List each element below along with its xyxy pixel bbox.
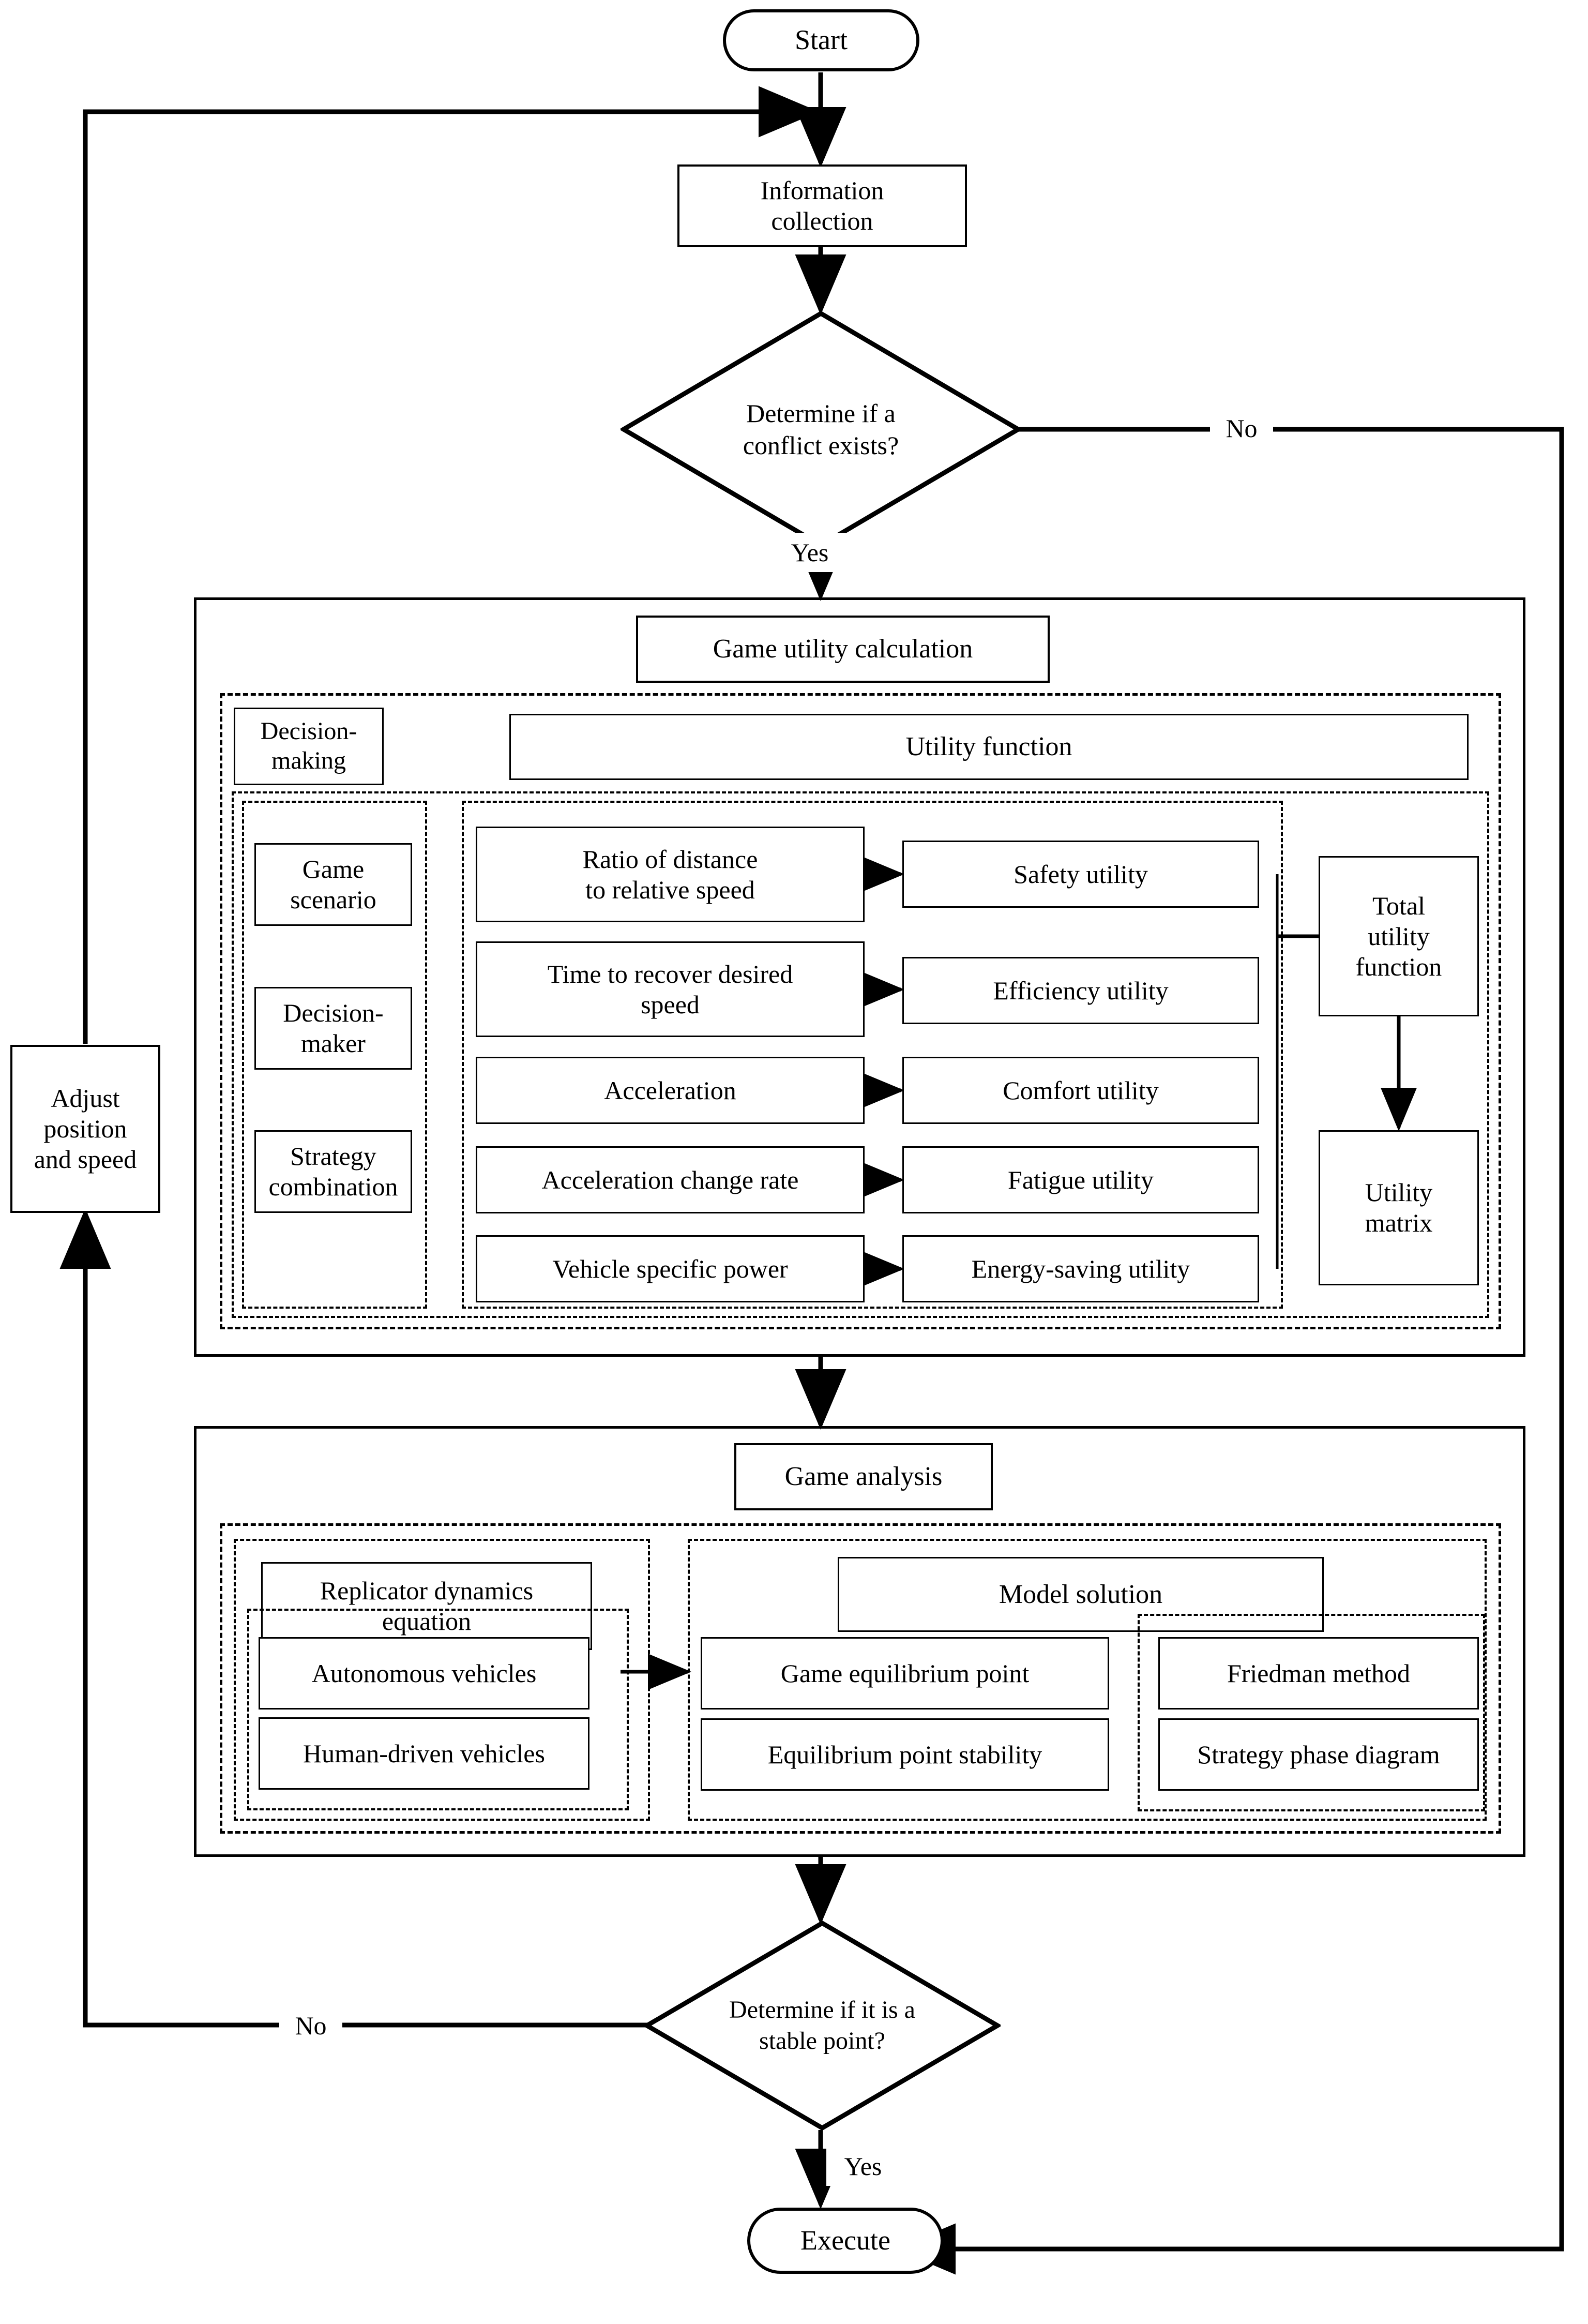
information-collection-box[interactable]: Information collection	[677, 164, 967, 247]
input-acceleration[interactable]: Acceleration	[476, 1057, 865, 1124]
strategy-phase-diagram-box[interactable]: Strategy phase diagram	[1158, 1718, 1479, 1791]
conflict-yes-label: Yes	[773, 533, 846, 572]
input-ratio-distance-speed[interactable]: Ratio of distance to relative speed	[476, 827, 865, 922]
decision-making-label: Decision- making	[260, 717, 357, 774]
vehicles-dashed-group	[247, 1609, 629, 1810]
start-label: Start	[795, 24, 848, 56]
output-energy-saving-utility[interactable]: Energy-saving utility	[902, 1235, 1259, 1302]
game-analysis-title-label: Game analysis	[784, 1462, 943, 1492]
model-solution-box[interactable]: Model solution	[838, 1557, 1324, 1632]
decision-maker-box[interactable]: Decision- maker	[254, 987, 412, 1070]
decision-elements-dashed-group	[242, 801, 427, 1309]
execute-terminator[interactable]: Execute	[747, 2208, 944, 2274]
output-comfort-utility[interactable]: Comfort utility	[902, 1057, 1259, 1124]
stable-point-decision-diamond[interactable]: Determine if it is a stable point?	[644, 1920, 1001, 2131]
output-fatigue-utility[interactable]: Fatigue utility	[902, 1146, 1259, 1213]
total-utility-function-box[interactable]: Total utility function	[1319, 856, 1479, 1016]
human-driven-vehicles-box[interactable]: Human-driven vehicles	[259, 1717, 589, 1790]
conflict-decision-diamond[interactable]: Determine if a conflict exists?	[621, 310, 1021, 548]
utility-matrix-box[interactable]: Utility matrix	[1319, 1130, 1479, 1285]
conflict-no-label: No	[1210, 409, 1273, 448]
game-analysis-title-box[interactable]: Game analysis	[734, 1443, 993, 1510]
replicator-dynamics-box[interactable]: Replicator dynamics equation	[261, 1562, 592, 1650]
strategy-combination-label: Strategy combination	[268, 1142, 398, 1201]
input-vehicle-specific-power[interactable]: Vehicle specific power	[476, 1235, 865, 1302]
input-acceleration-change-rate[interactable]: Acceleration change rate	[476, 1146, 865, 1213]
start-terminator[interactable]: Start	[723, 9, 919, 71]
stable-point-decision-label: Determine if it is a stable point?	[729, 1996, 915, 2055]
decision-maker-label: Decision- maker	[283, 998, 384, 1058]
output-safety-utility[interactable]: Safety utility	[902, 841, 1259, 908]
game-analysis-section	[194, 1426, 1525, 1857]
game-utility-title-label: Game utility calculation	[713, 634, 973, 664]
execute-label: Execute	[800, 2225, 890, 2256]
decision-making-box[interactable]: Decision- making	[234, 708, 384, 785]
conflict-decision-label: Determine if a conflict exists?	[743, 398, 899, 460]
friedman-method-box[interactable]: Friedman method	[1158, 1637, 1479, 1710]
game-analysis-dashed-outer	[220, 1523, 1501, 1834]
game-utility-dashed-inner	[232, 791, 1489, 1318]
input-time-recover-speed[interactable]: Time to recover desired speed	[476, 941, 865, 1037]
model-solution-dashed-group	[688, 1539, 1487, 1821]
strategy-combination-box[interactable]: Strategy combination	[254, 1130, 412, 1213]
autonomous-vehicles-box[interactable]: Autonomous vehicles	[259, 1637, 589, 1710]
utility-function-label: Utility function	[905, 732, 1072, 762]
game-equilibrium-point-box[interactable]: Game equilibrium point	[701, 1637, 1109, 1710]
adjust-position-speed-box[interactable]: Adjust position and speed	[10, 1045, 160, 1213]
game-scenario-box[interactable]: Game scenario	[254, 843, 412, 926]
game-scenario-label: Game scenario	[290, 854, 376, 914]
game-utility-dashed-outer	[220, 693, 1501, 1329]
friedman-dashed-group	[1138, 1614, 1485, 1811]
output-efficiency-utility[interactable]: Efficiency utility	[902, 957, 1259, 1024]
replicator-dashed-group	[234, 1539, 650, 1821]
stable-yes-label: Yes	[826, 2147, 900, 2186]
utility-pairs-dashed-group	[462, 801, 1283, 1309]
equilibrium-point-stability-box[interactable]: Equilibrium point stability	[701, 1718, 1109, 1791]
stable-no-label: No	[279, 2006, 342, 2045]
game-utility-title-box[interactable]: Game utility calculation	[636, 616, 1050, 683]
game-utility-section	[194, 597, 1525, 1357]
utility-function-box[interactable]: Utility function	[509, 714, 1469, 780]
information-collection-label: Information collection	[760, 176, 884, 235]
adjust-label: Adjust position and speed	[34, 1084, 137, 1174]
